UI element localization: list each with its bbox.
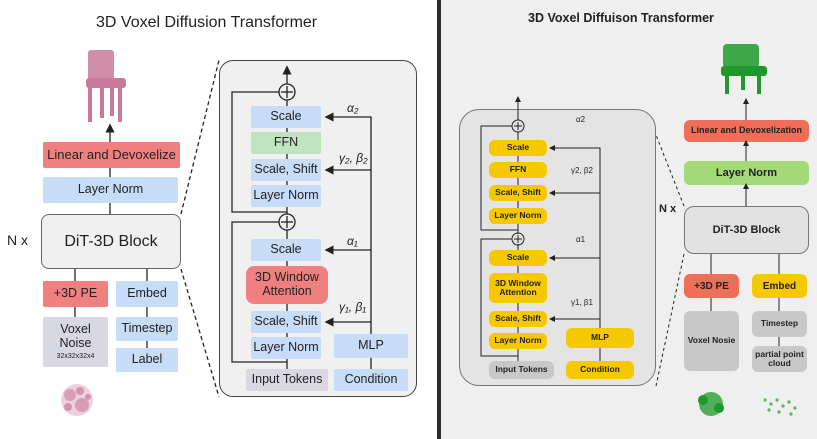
chair-seat	[86, 78, 126, 88]
voxel-noise-label: Voxel Noise	[59, 322, 92, 351]
scale-shift-top-box: Scale, Shift	[251, 159, 321, 181]
scale-top-box: Scale	[489, 140, 547, 156]
chair-leg	[110, 88, 114, 116]
mlp-box: MLP	[566, 328, 634, 348]
voxel-nosie-box: Voxel Nosie	[684, 311, 739, 371]
zoom-line-bottom	[655, 253, 685, 387]
chair-leg	[100, 88, 104, 118]
layer-norm-bottom-box: Layer Norm	[489, 333, 547, 349]
gamma2-beta2-label: γ₂, β₂	[339, 151, 368, 165]
scale-bottom-box: Scale	[251, 239, 321, 261]
embed-box: Embed	[752, 274, 807, 298]
voxel-noise-size: 32x32x32x4	[56, 352, 95, 360]
mlp-box: MLP	[334, 334, 408, 358]
alpha1-label: α1	[576, 235, 586, 244]
pe-box: +3D PE	[43, 281, 108, 307]
gamma1-beta1-label: γ1, β1	[571, 298, 593, 307]
ffn-box: FFN	[251, 132, 321, 154]
input-tokens-box: Input Tokens	[246, 369, 328, 391]
chair-leg	[757, 76, 761, 94]
voxel-noise-cloud-image	[698, 392, 724, 416]
gamma1-beta1-label: γ₁, β₁	[339, 300, 367, 314]
chair-output-image	[86, 50, 126, 122]
embed-box: Embed	[116, 281, 178, 307]
gamma2-beta2-label: γ2, β2	[571, 166, 593, 175]
chair-leg	[725, 76, 729, 94]
chair-leg	[118, 88, 122, 122]
chair-back	[88, 50, 114, 80]
partial-point-cloud-box: partial point cloud	[752, 346, 807, 372]
zoom-line-top	[180, 59, 220, 215]
layer-norm-box: Layer Norm	[43, 177, 178, 203]
dit-block-box: DiT-3D Block	[684, 206, 809, 254]
window-attention-box: 3D Window Attention	[489, 273, 547, 303]
input-tokens-box: Input Tokens	[489, 361, 554, 379]
layer-norm-top-box: Layer Norm	[489, 208, 547, 224]
alpha2-label: α₂	[347, 101, 359, 115]
right-diagram-panel: 3D Voxel Diffuison Transformer Linear an…	[441, 0, 817, 439]
panel-divider	[437, 0, 441, 439]
linear-devoxelization-box: Linear and Devoxelization	[684, 120, 809, 142]
chair-leg	[88, 88, 92, 122]
voxel-noise-box: Voxel Noise 32x32x32x4	[43, 317, 108, 367]
dit-block-box: DiT-3D Block	[41, 214, 181, 269]
alpha1-label: α₁	[347, 234, 358, 248]
right-title: 3D Voxel Diffuison Transformer	[528, 11, 714, 25]
condition-box: Condition	[566, 361, 634, 379]
timestep-box: Timestep	[752, 311, 807, 337]
label-box: Label	[116, 348, 178, 372]
alpha2-label: α2	[576, 115, 586, 124]
scale-shift-bottom-box: Scale, Shift	[251, 311, 321, 333]
pe-box: +3D PE	[684, 274, 739, 298]
partial-cloud-image	[763, 398, 797, 416]
window-attention-box: 3D Window Attention	[246, 266, 328, 304]
linear-devoxelize-box: Linear and Devoxelize	[43, 142, 180, 168]
ffn-box: FFN	[489, 162, 547, 178]
left-title: 3D Voxel Diffusion Transformer	[96, 14, 318, 31]
left-diagram-panel: 3D Voxel Diffusion Transformer Linear an…	[7, 14, 417, 416]
scale-top-box: Scale	[251, 106, 321, 128]
layer-norm-box: Layer Norm	[684, 161, 809, 185]
condition-box: Condition	[334, 369, 408, 391]
scale-shift-top-box: Scale, Shift	[489, 185, 547, 201]
chair-back	[723, 44, 759, 68]
scale-bottom-box: Scale	[489, 250, 547, 266]
chair-leg	[741, 76, 745, 90]
n-times-label: N x	[659, 203, 677, 215]
noise-cloud-image	[61, 384, 93, 416]
zoom-line-top	[655, 134, 685, 207]
layer-norm-top-box: Layer Norm	[251, 185, 321, 207]
layer-norm-bottom-box: Layer Norm	[251, 337, 321, 359]
timestep-box: Timestep	[116, 317, 178, 341]
chair-seat	[721, 66, 767, 76]
n-times-label: N x	[7, 232, 28, 248]
scale-shift-bottom-box: Scale, Shift	[489, 311, 547, 327]
green-chair-output-image	[721, 44, 767, 94]
zoom-line-bottom	[180, 268, 220, 398]
